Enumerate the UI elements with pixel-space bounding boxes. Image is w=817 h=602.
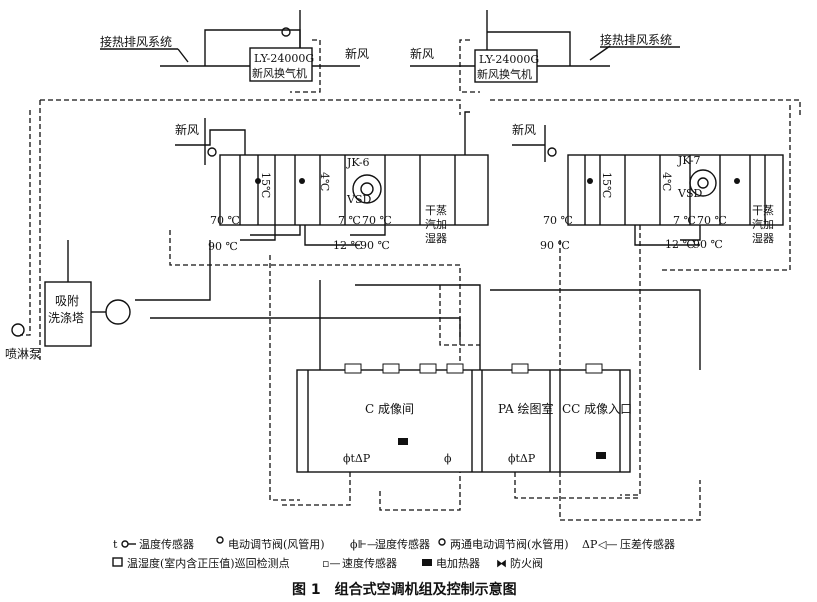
dp-sensor-icon: ◁—: [598, 538, 617, 551]
legend-temp: 温度传感器: [139, 537, 194, 551]
room-cc-label: CC 成像入口: [562, 402, 632, 416]
coil-temp: 4℃: [318, 172, 331, 191]
patrol-point-icon: [112, 557, 123, 567]
humidity-sensor-icon: ϕ⊩—: [350, 538, 378, 551]
water-temp: 7 ℃: [673, 214, 696, 227]
hrv-name: 新风换气机: [477, 67, 532, 81]
dp-symbol: ΔP: [582, 538, 598, 551]
water-temp: 90 ℃: [360, 239, 390, 252]
ahu-fresh-air: 新风: [175, 122, 199, 137]
room-c-sensors: ϕtΔP: [343, 452, 371, 465]
legend-patrol: 温湿度(室内含正压值)巡回检测点: [127, 556, 290, 570]
ahu-tag: JK-6: [346, 156, 370, 169]
coil-temp: 15℃: [259, 172, 272, 198]
ahu-tag: JK-7: [677, 154, 701, 167]
heater-icon: [422, 559, 432, 566]
ahu-jk7: 新风 JK-7 VSD 15℃ 4℃ 70 ℃ 90 ℃ 7 ℃ 70 ℃ 12…: [512, 122, 784, 252]
legend-humidity: 湿度传感器: [375, 537, 430, 551]
hrv-name: 新风换气机: [252, 66, 307, 80]
ahu-jk6: 新风 JK-6 VSD 15℃ 4℃ 70 ℃ 90 ℃ 7 ℃ 70 ℃ 12…: [175, 118, 489, 253]
humidifier-label: 汽加: [425, 217, 447, 231]
humidifier-label: 湿器: [752, 232, 774, 245]
legend-damper: 电动调节阀(风管用): [228, 537, 325, 551]
speed-sensor-icon: ▫—: [322, 557, 340, 570]
coil-temp: 15℃: [600, 172, 613, 198]
water-temp: 90 ℃: [208, 240, 238, 253]
legend-dp: 压差传感器: [620, 537, 675, 551]
fire-damper-icon: ⧓: [496, 557, 507, 570]
water-temp: 70 ℃: [362, 214, 392, 227]
left-exhaust-label: 接热排风系统: [100, 34, 172, 49]
temp-sensor-icon: [121, 540, 129, 548]
hrv-model: LY-24000G: [479, 53, 539, 66]
legend-valve: 两通电动调节阀(水管用): [450, 537, 569, 551]
vsd-label: VSD: [677, 187, 702, 200]
coil-temp: 4℃: [660, 172, 673, 191]
hrv-left: 接热排风系统 LY-24000G 新风换气机 新风: [100, 10, 369, 93]
humidifier-label: 干蒸: [425, 204, 447, 217]
clean-rooms: C 成像间 PA 绘图室 CC 成像入口 ϕtΔP ϕ ϕtΔP: [280, 363, 640, 506]
room-pa-label: PA 绘图室: [498, 401, 553, 416]
pump-icon: [11, 323, 25, 337]
legend-fire: 防火阀: [510, 556, 543, 570]
legend-heater: 电加热器: [436, 557, 480, 570]
right-exhaust-label: 接热排风系统: [600, 32, 672, 47]
damper-icon: [216, 536, 224, 544]
water-temp: 70 ℃: [210, 214, 240, 227]
water-temp: 90 ℃: [693, 238, 723, 251]
scrubber-label: 吸附: [55, 294, 79, 308]
room-c-humidity: ϕ: [444, 452, 452, 465]
legend-speed: 速度传感器: [342, 556, 397, 570]
humidifier-label: 湿器: [425, 232, 447, 245]
fresh-air-label: 新风: [345, 46, 369, 61]
fresh-air-label: 新风: [410, 46, 434, 61]
legend: t 温度传感器 电动调节阀(风管用) ϕ⊩— 湿度传感器 两通电动调节阀(水管用…: [112, 536, 675, 570]
humidifier-label: 汽加: [752, 217, 774, 231]
scrubber-label: 洗涤塔: [48, 311, 84, 325]
water-temp: 90 ℃: [540, 239, 570, 252]
humidifier-label: 干蒸: [752, 204, 774, 217]
water-temp: 70 ℃: [543, 214, 573, 227]
fan-icon: [105, 299, 131, 325]
scrubber-tower: 吸附 洗涤塔 喷淋泵: [5, 240, 131, 361]
hrv-model: LY-24000G: [254, 52, 314, 65]
room-pa-sensors: ϕtΔP: [508, 452, 536, 465]
pump-label: 喷淋泵: [5, 347, 41, 361]
water-temp: 7 ℃: [338, 214, 361, 227]
hrv-box-left: [249, 47, 313, 82]
figure-caption: 图 1 组合式空调机组及控制示意图: [292, 581, 517, 598]
water-temp: 70 ℃: [697, 214, 727, 227]
hrv-right: 新风 LY-24000G 新风换气机 接热排风系统: [410, 10, 680, 93]
vsd-label: VSD: [346, 193, 371, 206]
ahu-fresh-air: 新风: [512, 122, 536, 137]
temp-symbol: t: [113, 538, 118, 551]
room-c-label: C 成像间: [365, 402, 414, 416]
valve-icon: [438, 538, 446, 546]
